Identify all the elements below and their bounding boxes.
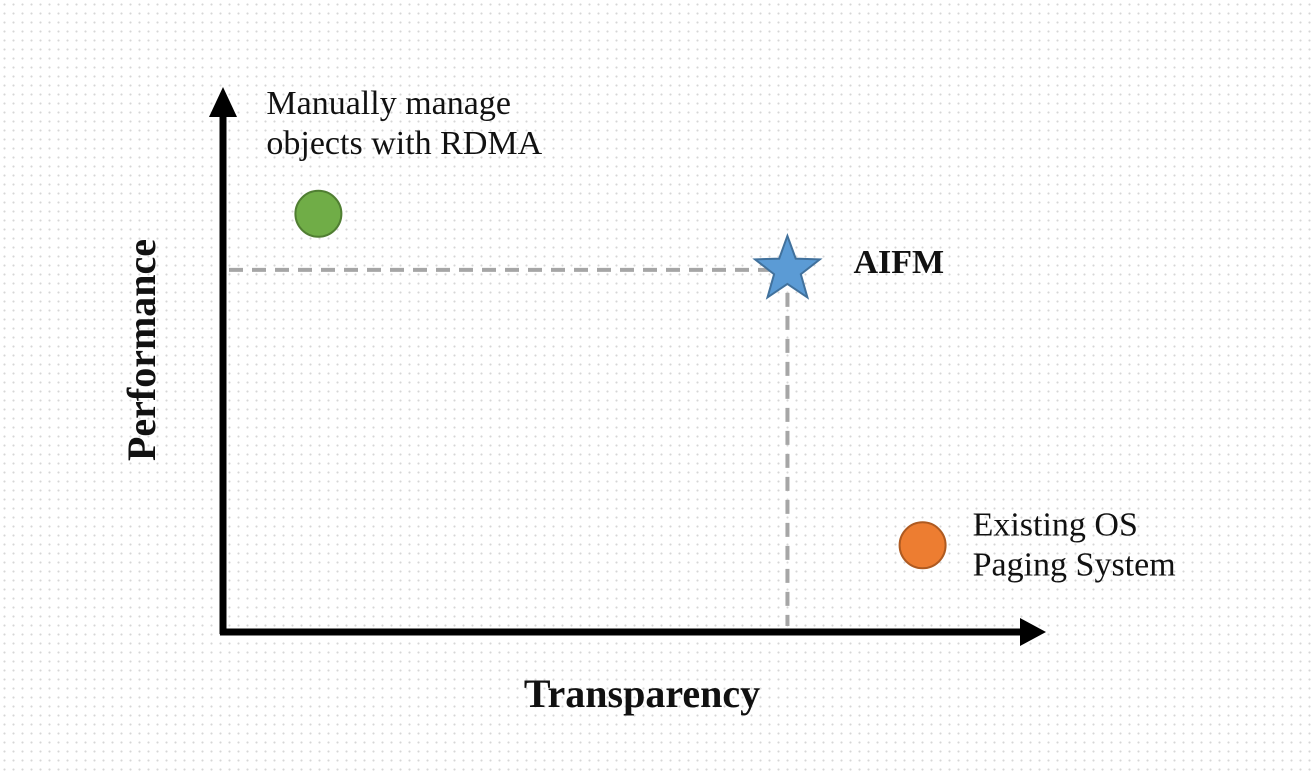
point-label-line: objects with RDMA — [266, 125, 542, 162]
point-manually-manage-objects-with-rdma-marker — [294, 189, 343, 238]
x-axis-label: Transparency — [524, 671, 760, 716]
point-label-line: Paging System — [973, 546, 1176, 583]
data-points — [294, 189, 947, 570]
x-axis-arrow-icon — [1020, 618, 1046, 646]
point-label-line: Existing OS — [973, 506, 1138, 543]
y-axis-arrow-icon — [209, 87, 237, 117]
point-label-line: AIFM — [853, 244, 944, 281]
point-existing-os-paging-system-marker — [898, 521, 947, 570]
point-aifm-star-marker — [752, 232, 823, 300]
axes — [209, 87, 1046, 646]
point-label-line: Manually manage — [266, 85, 511, 122]
guide-lines — [229, 267, 790, 626]
point-label-aifm: AIFM — [853, 244, 944, 281]
y-axis-label: Performance — [119, 239, 164, 461]
